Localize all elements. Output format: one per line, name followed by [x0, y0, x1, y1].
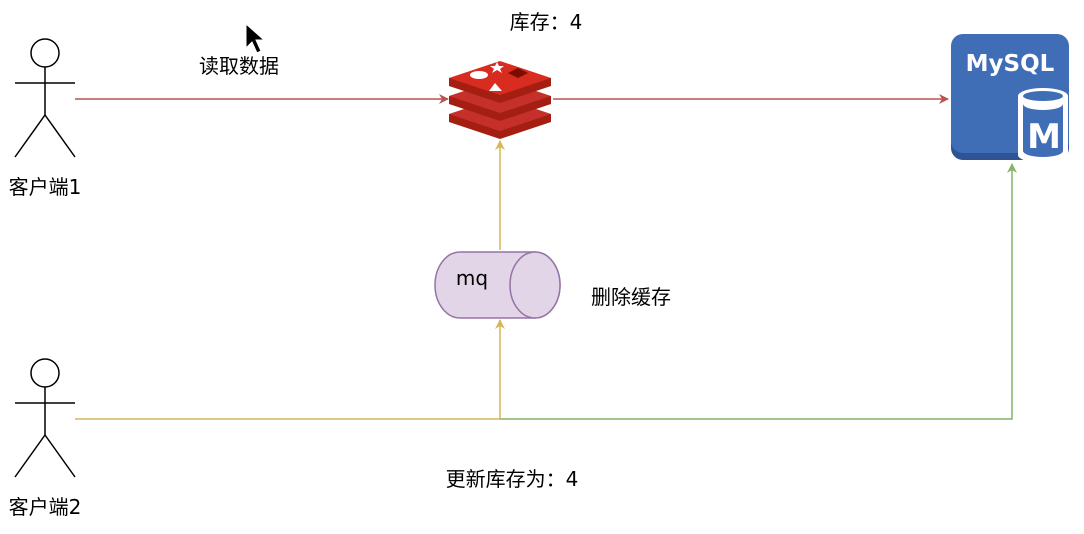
mysql-title: MySQL — [966, 51, 1055, 77]
mq-label: mq — [456, 266, 488, 290]
redis-icon — [449, 61, 551, 139]
client1-label: 客户端1 — [9, 175, 82, 199]
update-stock-label: 更新库存为：4 — [446, 467, 579, 491]
read-data-label: 读取数据 — [199, 54, 279, 78]
client1-actor-icon — [14, 38, 76, 158]
client2-label: 客户端2 — [9, 495, 82, 519]
mysql-badge-letter: M — [1027, 117, 1061, 157]
mysql-database-icon: MySQL M — [951, 34, 1069, 163]
delete-cache-label: 删除缓存 — [591, 285, 671, 309]
edge-client2-to-mysql — [500, 163, 1017, 420]
redis-stock-label: 库存：4 — [510, 10, 583, 34]
mq-queue-icon — [434, 251, 561, 319]
mouse-cursor-icon — [245, 22, 266, 54]
client2-actor-icon — [14, 358, 76, 478]
